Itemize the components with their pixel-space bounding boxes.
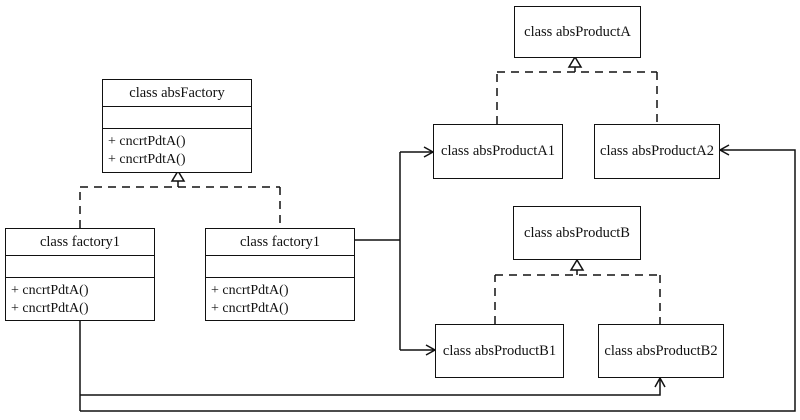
factory-operations: + cncrtPdtA() + cncrtPdtA() — [206, 278, 354, 320]
abs-product-b2-name: class absProductB2 — [604, 342, 718, 359]
abs-factory-operations: + cncrtPdtA() + cncrtPdtA() — [103, 129, 251, 172]
operation: + cncrtPdtA() — [108, 134, 186, 149]
abs-product-b1-class: class absProductB1 — [435, 324, 564, 378]
abs-factory-attributes — [103, 107, 251, 129]
abs-factory-name: class absFactory — [103, 80, 251, 107]
factory-name: class factory1 — [6, 229, 154, 256]
operation: + cncrtPdtA() — [108, 152, 186, 167]
factory1-class-left: class factory1 + cncrtPdtA() + cncrtPdtA… — [5, 228, 155, 321]
abs-product-b-name: class absProductB — [524, 224, 630, 241]
abs-product-b-class: class absProductB — [513, 206, 641, 260]
product-b-generalization — [494, 258, 661, 324]
abs-product-a-class: class absProductA — [514, 6, 641, 58]
abs-factory-class: class absFactory + cncrtPdtA() + cncrtPd… — [102, 79, 252, 173]
factory2-dependencies — [355, 146, 437, 356]
abs-product-b2-class: class absProductB2 — [598, 324, 724, 378]
abs-product-b1-name: class absProductB1 — [442, 342, 557, 359]
factory-operations: + cncrtPdtA() + cncrtPdtA() — [6, 278, 154, 320]
operation: + cncrtPdtA() — [211, 283, 289, 298]
factory-generalization — [79, 169, 281, 228]
abs-product-a2-class: class absProductA2 — [594, 124, 720, 179]
factory-attributes — [6, 256, 154, 278]
factory1-dependencies — [79, 144, 796, 412]
operation: + cncrtPdtA() — [211, 301, 289, 316]
factory1-class-right: class factory1 + cncrtPdtA() + cncrtPdtA… — [205, 228, 355, 321]
abs-product-a-name: class absProductA — [524, 23, 631, 40]
factory-name: class factory1 — [206, 229, 354, 256]
factory-attributes — [206, 256, 354, 278]
operation: + cncrtPdtA() — [11, 283, 89, 298]
abs-product-a1-name: class absProductA1 — [441, 143, 555, 159]
operation: + cncrtPdtA() — [11, 301, 89, 316]
product-a-generalization — [496, 55, 658, 124]
abs-product-a1-class: class absProductA1 — [433, 124, 563, 179]
abs-product-a2-name: class absProductA2 — [600, 143, 714, 159]
